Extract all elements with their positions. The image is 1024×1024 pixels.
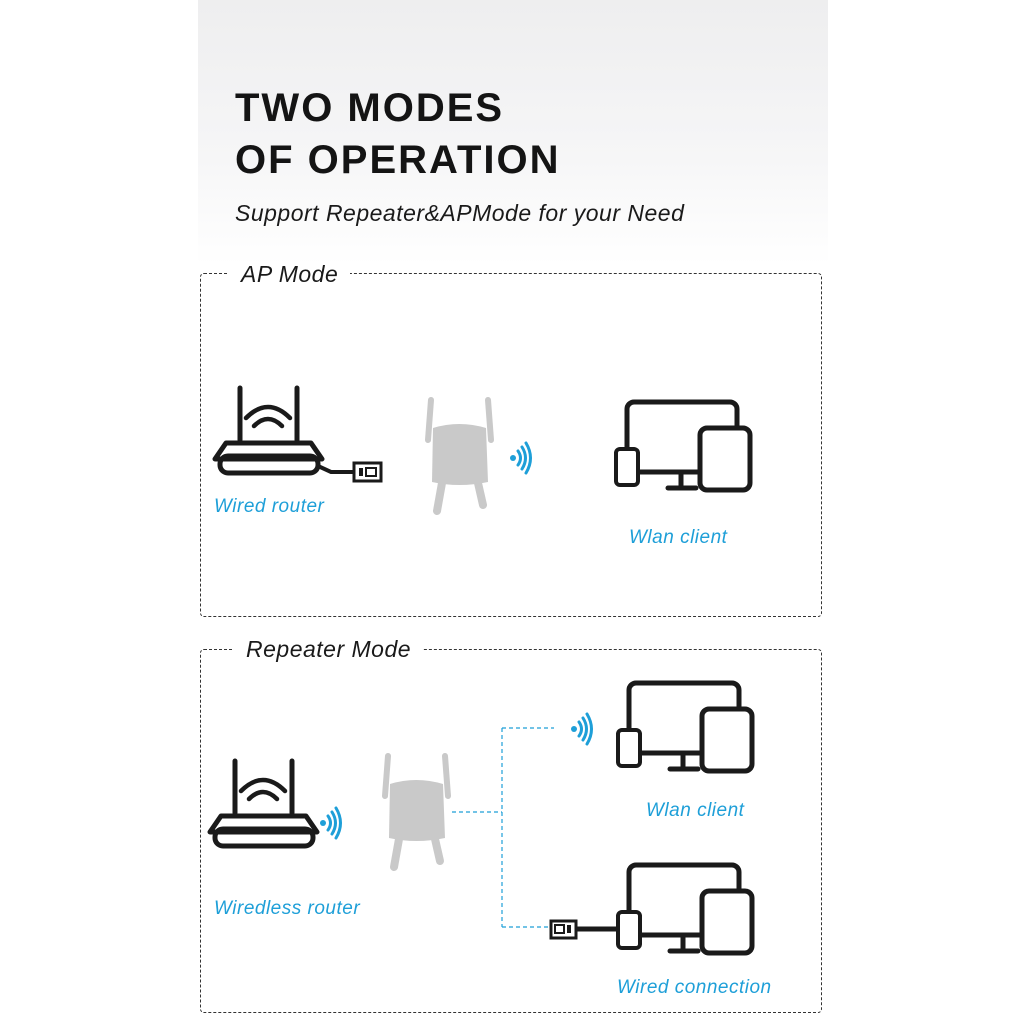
ap-wifi-signal-icon [508,441,532,475]
header-background [198,0,828,265]
repeater-mode-panel [200,649,822,1013]
ap-router-label: Wired router [214,496,325,517]
ap-wlan-client-icon [616,402,750,490]
repeater-client-wifi-icon [569,712,593,746]
repeater-connection-lines [452,727,554,928]
repeater-wlan-client-label: Wlan client [646,800,745,821]
page-subtitle: Support Repeater&APMode for your Need [235,200,685,226]
ap-client-label: Wlan client [629,527,728,548]
ap-mode-panel [200,273,822,617]
ap-extender-icon [428,400,491,511]
ap-ethernet-cable [317,464,355,474]
page-title-line-2: OF OPERATION [235,138,561,182]
ap-ethernet-plug-icon [352,461,383,483]
repeater-wired-client-icon [618,865,752,953]
repeater-extender-icon [385,756,448,867]
repeater-router-wifi-icon [318,806,342,840]
page-title-line-1: TWO MODES [235,86,505,130]
repeater-ethernet-plug-icon [549,919,578,940]
repeater-wlan-client-icon [618,683,752,771]
repeater-wired-label: Wired connection [617,977,772,998]
repeater-mode-title: Repeater Mode [234,636,424,663]
ap-wired-router-icon [215,388,322,473]
ap-mode-title: AP Mode [229,261,351,288]
repeater-router-label: Wiredless router [214,898,361,919]
repeater-wireless-router-icon [210,761,317,846]
